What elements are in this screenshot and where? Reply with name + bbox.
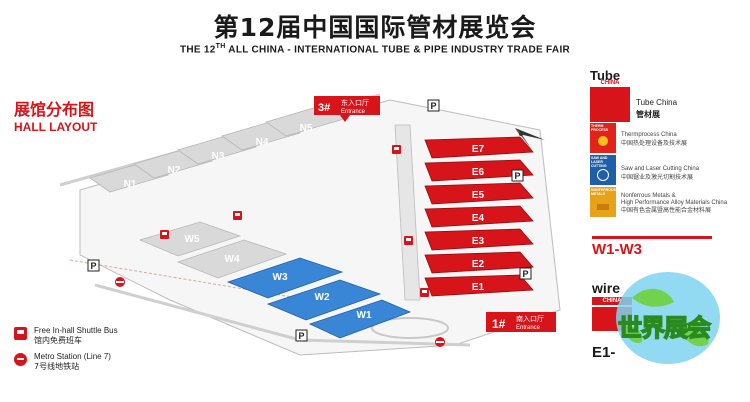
wire-logo-word: wire (592, 280, 621, 296)
hall-w1-label: W1 (357, 310, 372, 321)
compass-icon (515, 128, 545, 150)
thermprocess-badge: THERM PROCESS (590, 123, 616, 153)
south-entrance-en: Entrance (516, 325, 541, 331)
w-range-bar (592, 236, 712, 239)
hall-e6 (424, 159, 534, 182)
legend-shuttle-en: Free In-hall Shuttle Bus (34, 326, 118, 335)
east-entrance-en: Entrance (341, 109, 366, 115)
saw-laser-en: Saw and Laser Cutting China (621, 166, 700, 172)
parking-marker: P (519, 267, 532, 280)
hall-e2 (424, 251, 534, 274)
hall-e7 (424, 136, 534, 159)
hall-w4 (176, 239, 288, 279)
tube-name-en: Tube China (636, 98, 678, 107)
svg-text:P: P (523, 269, 529, 279)
tube-logo-sub: CHINA (590, 80, 630, 87)
hall-e5-label: E5 (472, 190, 485, 201)
hall-n1-label: N1 (124, 179, 137, 190)
watermark-globe (616, 272, 720, 364)
title-en-sup: TH (215, 43, 226, 50)
roundabout (371, 317, 449, 339)
hall-w3 (226, 257, 344, 299)
svg-text:P: P (515, 171, 521, 181)
hall-w5 (138, 221, 242, 257)
hall-layout-title-cn: 展馆分布图 (14, 100, 95, 119)
nonferrous-en: Nonferrous Metals & (621, 193, 676, 199)
hall-n5-label: N5 (300, 123, 313, 134)
svg-text:P: P (299, 331, 305, 341)
parking-marker: P (511, 169, 524, 182)
sidebar-tube-china: Tube CHINA Tube China 管材展 THERM PROCESS … (590, 68, 740, 240)
east-entrance-box (314, 96, 380, 122)
shuttle-bus-icon (233, 211, 242, 220)
shuttle-bus-icon (160, 230, 169, 239)
hall-w4-label: W4 (225, 254, 240, 265)
nonferrous-en2: High Performance Alloy Materials China (621, 200, 728, 206)
legend-metro-cn: 7号线地铁站 (34, 362, 80, 371)
shuttle-bus-icon (392, 145, 401, 154)
nonferrous-badge: NONFERROUS METALS (590, 187, 616, 217)
page-subtitle: THE 12TH ALL CHINA - INTERNATIONAL TUBE … (0, 43, 750, 55)
east-entrance-cn: 东入口厅 (341, 98, 369, 107)
shuttle-bus-icon (420, 288, 429, 297)
e-range-label: E1- (592, 344, 616, 361)
metro-station-icon (115, 277, 125, 287)
hall-layout-title-en: HALL LAYOUT (14, 120, 98, 134)
title-en-post: ALL CHINA - INTERNATIONAL TUBE & PIPE IN… (225, 44, 571, 56)
east-corridor (394, 124, 421, 301)
hall-n2-label: N2 (168, 165, 181, 176)
hall-n4-label: N4 (256, 137, 269, 148)
saw-laser-cn: 中国锯业及激光切割技术展 (621, 174, 694, 181)
hall-w3-label: W3 (273, 272, 288, 283)
tube-name-cn: 管材展 (636, 110, 660, 119)
title-en-pre: THE 12 (179, 44, 216, 56)
hall-e3-label: E3 (472, 236, 485, 247)
tube-logo: Tube CHINA (590, 68, 630, 110)
legend-metro-en: Metro Station (Line 7) (34, 352, 111, 361)
hall-e4 (424, 205, 534, 228)
legend-shuttle-cn: 馆内免费班车 (34, 336, 82, 345)
hall-e2-label: E2 (472, 259, 485, 270)
thermprocess-cn: 中国热处理设备及技术展 (621, 140, 688, 147)
shuttle-bus-icon (404, 236, 413, 245)
nonferrous-cn: 中国有色金属暨高性能合金材料展 (621, 207, 712, 214)
hall-w1 (308, 299, 412, 339)
hall-w2-label: W2 (315, 292, 330, 303)
tube-strip (590, 110, 630, 122)
parking-marker: P (295, 329, 308, 342)
tube-logo-word: Tube (590, 68, 621, 83)
hall-e7-label: E7 (472, 144, 485, 155)
south-entrance-num: 1# (492, 317, 506, 331)
parking-marker: P (87, 259, 100, 272)
south-entrance-cn: 南入口厅 (516, 314, 544, 323)
hall-e4-label: E4 (472, 213, 485, 224)
hall-e3 (424, 228, 534, 251)
wire-logo-sub: CHINA (592, 297, 632, 305)
page-title: 第12届中国国际管材展览会 (213, 13, 537, 42)
hall-e5 (424, 182, 534, 205)
metro-station-icon (14, 353, 27, 366)
east-entrance-callout: 3# 东入口厅 Entrance (314, 96, 380, 122)
east-entrance-num: 3# (318, 102, 330, 114)
metro-station-icon (435, 337, 445, 347)
hall-w2 (266, 279, 382, 321)
watermark-text: 世界展会 (617, 313, 712, 343)
south-entrance-callout: 1# 南入口厅 Entrance (486, 312, 556, 332)
saw-laser-badge: SAW AND LASER CUTTING (590, 155, 616, 185)
parking-marker: P (427, 99, 440, 112)
shuttle-bus-icon (14, 327, 27, 340)
thermprocess-en: Thermprocess China (621, 132, 677, 138)
hall-e1-label: E1 (472, 282, 485, 293)
hall-e1 (424, 274, 534, 297)
hall-n3-label: N3 (212, 151, 225, 162)
svg-text:P: P (91, 261, 97, 271)
hall-w5-label: W5 (185, 234, 200, 245)
south-entrance-box (486, 312, 556, 332)
hall-e6-label: E6 (472, 167, 485, 178)
svg-text:P: P (431, 101, 437, 111)
w-range-label: W1-W3 (592, 241, 642, 258)
